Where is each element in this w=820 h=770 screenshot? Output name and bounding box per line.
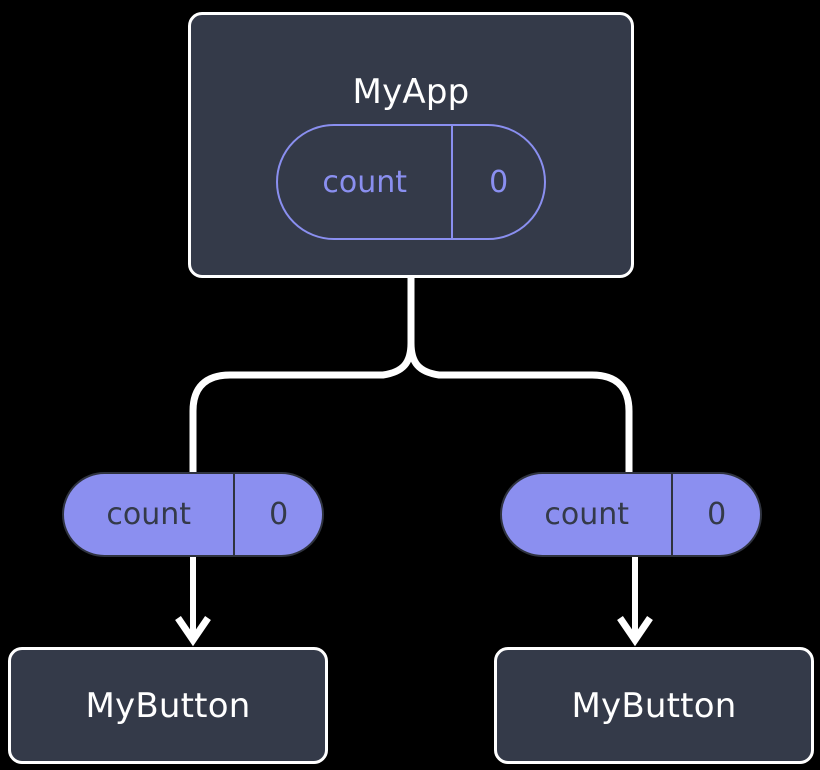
state-pill-key: count (322, 164, 407, 200)
state-pill-value: 0 (671, 474, 760, 555)
component-node-mybutton-left[interactable]: MyButton (8, 647, 328, 764)
state-pill-value: 0 (233, 474, 322, 555)
component-label-myapp: MyApp (352, 72, 470, 112)
state-pill-child-right[interactable]: count 0 (500, 472, 762, 557)
connector-fork-right (407, 339, 633, 476)
component-node-mybutton-right[interactable]: MyButton (494, 647, 814, 764)
state-pill-key: count (106, 497, 191, 532)
state-pill-key: count (544, 497, 629, 532)
state-pill-value: 0 (451, 126, 544, 238)
component-label-mybutton: MyButton (85, 686, 251, 726)
state-pill-myapp[interactable]: count 0 (276, 124, 546, 240)
connector-fork (189, 339, 415, 476)
arrow-left-head-icon (175, 616, 211, 647)
state-pill-child-left[interactable]: count 0 (62, 472, 324, 557)
arrow-right-head-icon (617, 616, 653, 647)
component-label-mybutton: MyButton (571, 686, 737, 726)
